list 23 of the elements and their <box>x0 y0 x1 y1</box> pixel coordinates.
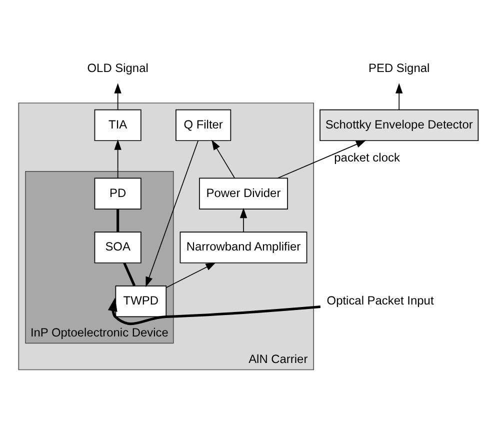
arrow <box>277 140 366 179</box>
node-text: OLD Signal <box>87 60 148 75</box>
node-box: TWPD <box>115 286 167 318</box>
node-box: Power Divider <box>199 178 288 210</box>
arrow <box>212 140 236 178</box>
node-box: Schottky Envelope Detector <box>320 109 479 142</box>
node-text: Optical Packet Input <box>326 294 434 308</box>
node-box: PD <box>94 178 142 210</box>
node-box: Q Filter <box>176 109 232 142</box>
arrow <box>114 83 122 110</box>
arrow <box>240 208 248 232</box>
node-box: SOA <box>94 232 142 264</box>
node-text: PED Signal <box>368 60 430 75</box>
node-box: TIA <box>94 109 142 142</box>
arrow <box>166 262 216 288</box>
connector <box>116 209 120 232</box>
edge-label: packet clock <box>334 150 400 164</box>
arrow <box>396 83 403 110</box>
arrow <box>146 140 198 288</box>
connector <box>123 262 136 286</box>
arrow <box>114 140 122 178</box>
arrow <box>108 298 321 326</box>
node-box: Narrowband Amplifier <box>180 232 308 264</box>
